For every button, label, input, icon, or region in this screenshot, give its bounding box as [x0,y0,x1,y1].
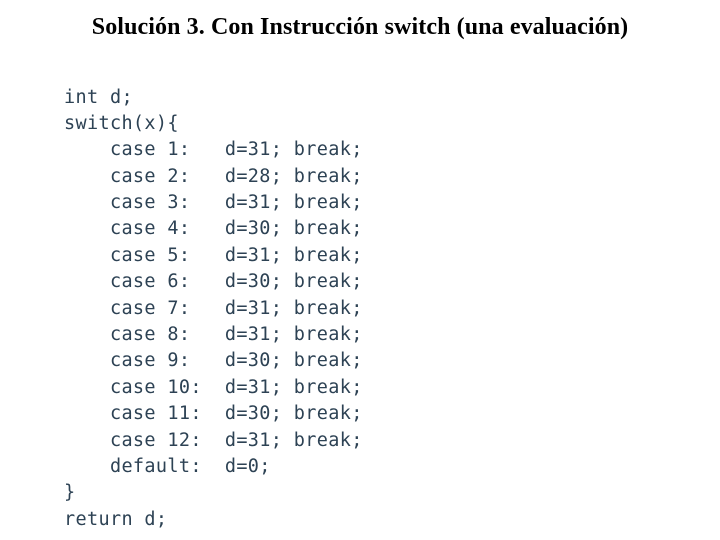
code-line: case 9: d=30; break; [64,350,363,372]
code-line: return d; [64,508,168,530]
code-line: case 4: d=30; break; [64,218,363,240]
code-line: switch(x){ [64,112,179,134]
code-content: int d; switch(x){ case 1: d=31; break; ca… [64,85,363,534]
code-line: case 2: d=28; break; [64,165,363,187]
page-title: Solución 3. Con Instrucción switch (una … [91,14,629,40]
code-line: case 12: d=31; break; [64,429,363,451]
code-line: case 11: d=30; break; [64,403,363,425]
code-line: case 6: d=30; break; [64,271,363,293]
code-line: } [64,482,76,504]
code-line: case 3: d=31; break; [64,192,363,214]
code-line: case 8: d=31; break; [64,324,363,346]
code-line: case 7: d=31; break; [64,297,363,319]
code-line: int d; [64,86,133,108]
code-line: case 1: d=31; break; [64,139,363,161]
code-line: default: d=0; [64,455,271,477]
code-line: case 10: d=31; break; [64,376,363,398]
code-block: int d; switch(x){ case 1: d=31; break; ca… [64,85,363,534]
code-line: case 5: d=31; break; [64,244,363,266]
